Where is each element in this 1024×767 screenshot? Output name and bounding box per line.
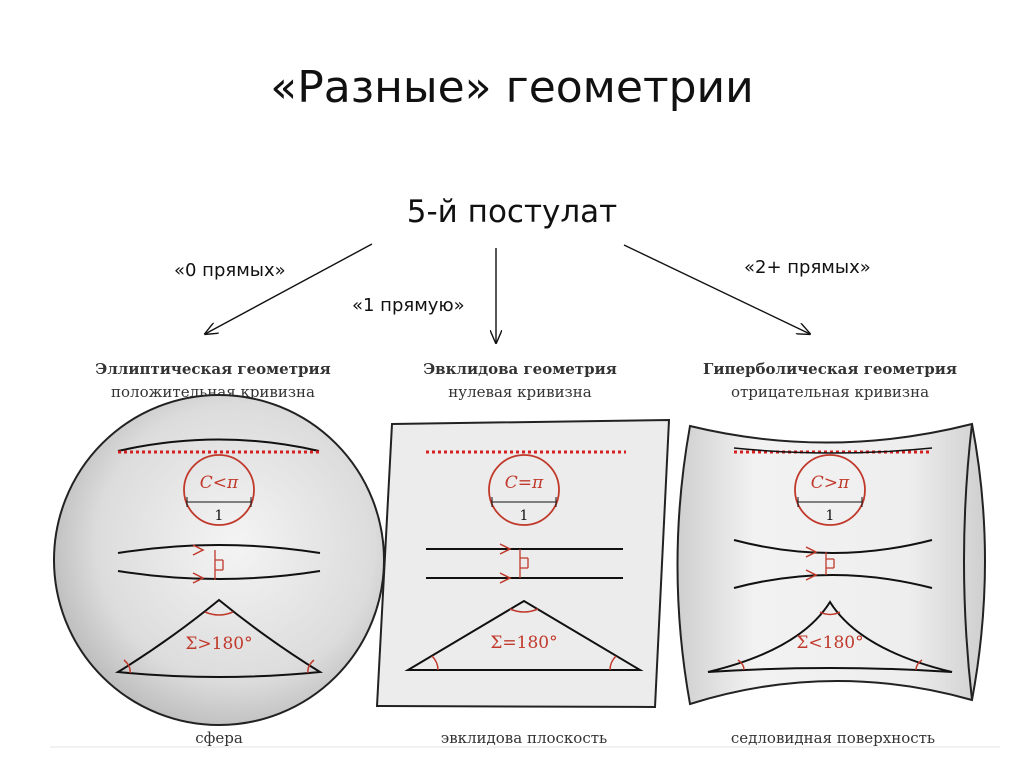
elliptic-angle-sum: Σ>180° xyxy=(185,634,252,654)
slide-title: «Разные» геометрии xyxy=(270,62,754,113)
branch-label-many-lines: «2+ прямых» xyxy=(744,257,871,278)
hyperbolic-panel: C>π 1 Σ<180° xyxy=(676,422,986,706)
euclidean-triangle xyxy=(404,599,644,671)
branch-label-one-line: «1 прямую» xyxy=(352,295,465,316)
elliptic-circle-label: C<π xyxy=(200,473,239,493)
arrow-left xyxy=(205,243,373,334)
hyperbolic-heading: Гиперболическая геометрия xyxy=(702,360,958,378)
branch-label-zero-lines: «0 прямых» xyxy=(174,260,286,281)
euclidean-panel: C=π 1 Σ=180° xyxy=(375,418,671,709)
sphere-caption: сфера xyxy=(195,729,243,747)
euclidean-radius-label: 1 xyxy=(520,508,529,524)
plane-caption: эвклидова плоскость xyxy=(440,729,608,747)
elliptic-radius-label: 1 xyxy=(215,508,224,524)
euclidean-plane-surface xyxy=(375,418,671,709)
postulate-title: 5-й постулат xyxy=(406,194,618,230)
elliptic-curvature: положительная кривизна xyxy=(111,383,315,401)
hyperbolic-curvature: отрицательная кривизна xyxy=(730,383,930,401)
euclidean-angle-sum: Σ=180° xyxy=(490,633,557,653)
saddle-caption: седловидная поверхность xyxy=(730,729,936,747)
elliptic-triangle xyxy=(114,598,324,678)
hyperbolic-circle-label: C>π xyxy=(811,473,850,493)
euclidean-curvature: нулевая кривизна xyxy=(448,383,592,401)
arrow-right xyxy=(623,244,810,334)
elliptic-panel: C<π 1 Σ>180° xyxy=(53,394,385,726)
hyperbolic-angle-sum: Σ<180° xyxy=(796,633,863,653)
saddle-surface xyxy=(676,422,986,706)
elliptic-heading: Эллиптическая геометрия xyxy=(95,360,331,378)
elliptic-circle xyxy=(183,454,255,526)
euclidean-circle xyxy=(488,454,560,526)
euclidean-heading: Эвклидова геометрия xyxy=(423,360,617,378)
hyperbolic-radius-label: 1 xyxy=(826,508,835,524)
hyperbolic-circle xyxy=(794,454,866,526)
euclidean-circle-label: C=π xyxy=(505,473,544,493)
hyperbolic-triangle xyxy=(707,600,953,673)
